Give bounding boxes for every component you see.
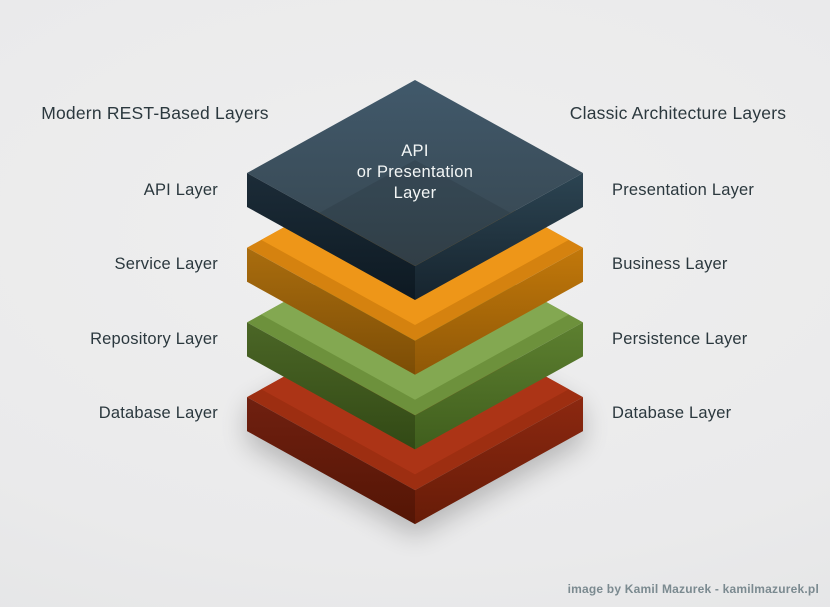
label-presentation-layer: Presentation Layer: [612, 181, 755, 199]
slab-database-right-face: [415, 397, 583, 525]
slab-repository-persistence-left-face: [247, 322, 415, 450]
image-attribution: image by Kamil Mazurek - kamilmazurek.pl: [567, 582, 819, 596]
slab-api-presentation: [247, 80, 583, 300]
label-repository-layer: Repository Layer: [90, 330, 218, 348]
slab-repository-persistence-right-face: [415, 322, 583, 450]
slab-service-business-right-face: [415, 247, 583, 375]
label-persistence-layer: Persistence Layer: [612, 330, 748, 348]
slab-database-left-face: [247, 397, 415, 525]
label-api-layer: API Layer: [143, 181, 218, 199]
label-database-layer-left: Database Layer: [98, 404, 218, 422]
slab-service-business-left-face: [247, 247, 415, 375]
label-database-layer-right: Database Layer: [612, 404, 732, 422]
slab-api-presentation-left-face: [247, 173, 415, 300]
label-business-layer: Business Layer: [612, 255, 728, 273]
top-slab-caption: API or Presentation Layer: [356, 142, 474, 202]
heading-modern-rest-layers: Modern REST-Based Layers: [41, 103, 269, 123]
heading-classic-architecture-layers: Classic Architecture Layers: [569, 103, 787, 123]
slab-api-presentation-right-face: [415, 173, 583, 300]
label-service-layer: Service Layer: [114, 255, 218, 273]
